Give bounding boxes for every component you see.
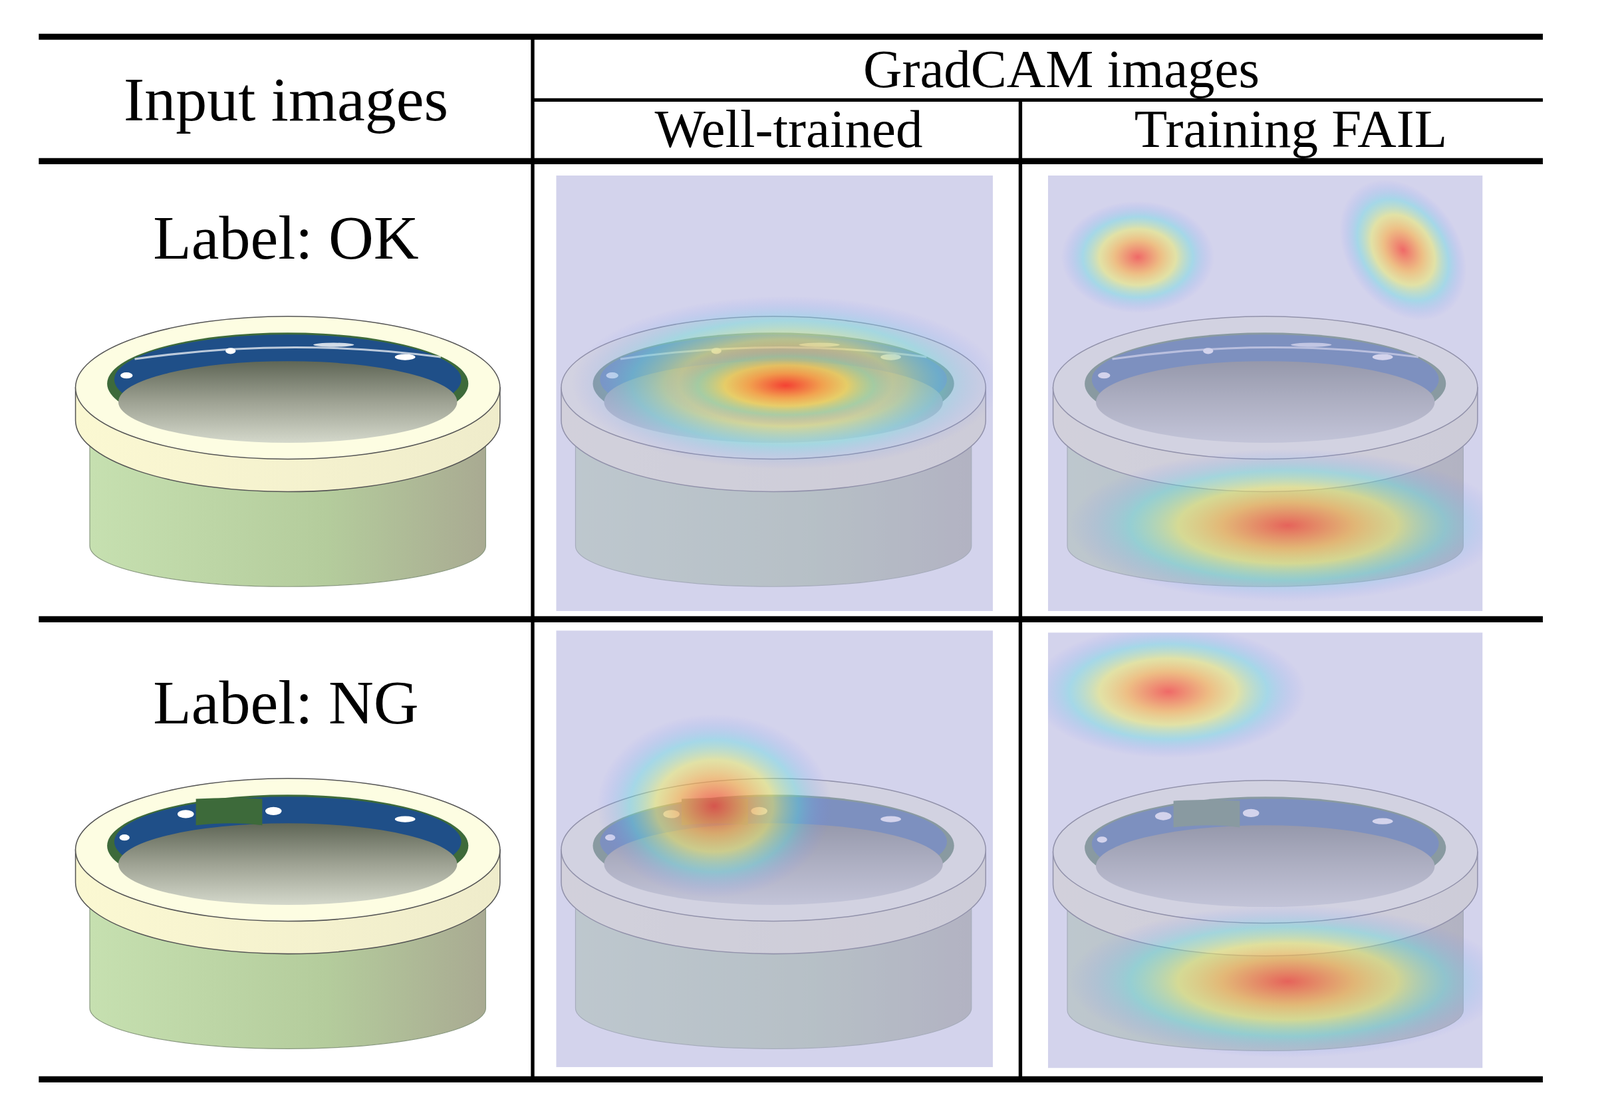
art-ellipse: [1048, 632, 1307, 759]
art-ellipse: [571, 295, 993, 470]
art-line: [38, 1076, 1543, 1083]
art-ellipse: [1068, 905, 1483, 1059]
art-rect: [555, 630, 993, 1068]
art-line: [38, 33, 1543, 40]
gradcam-panel: [1048, 175, 1483, 612]
dish-ng: [75, 778, 501, 1050]
column-header: Input images: [123, 67, 449, 131]
art-ellipse: [597, 714, 832, 898]
art-line: [530, 36, 534, 1080]
column-subheader: Well-trained: [655, 102, 924, 157]
table-rules: [38, 36, 1543, 1080]
gradcam-panel: [555, 175, 993, 612]
art-line: [1018, 99, 1023, 1080]
row-label: Label: NG: [152, 670, 419, 734]
gradcam-panel: [1048, 632, 1483, 1068]
art-ellipse: [1313, 175, 1483, 346]
art-ellipse: [1061, 200, 1215, 314]
art-line: [38, 616, 1543, 623]
art-line: [532, 98, 1543, 102]
column-subheader: Training FAIL: [1134, 102, 1448, 157]
column-header: GradCAM images: [863, 42, 1260, 97]
art-ellipse: [1068, 448, 1483, 602]
art-ellipse: [663, 345, 908, 427]
dish-ok: [75, 316, 501, 588]
art-line: [38, 158, 1543, 165]
gradcam-panel: [555, 630, 993, 1068]
row-label: Label: OK: [152, 206, 419, 269]
